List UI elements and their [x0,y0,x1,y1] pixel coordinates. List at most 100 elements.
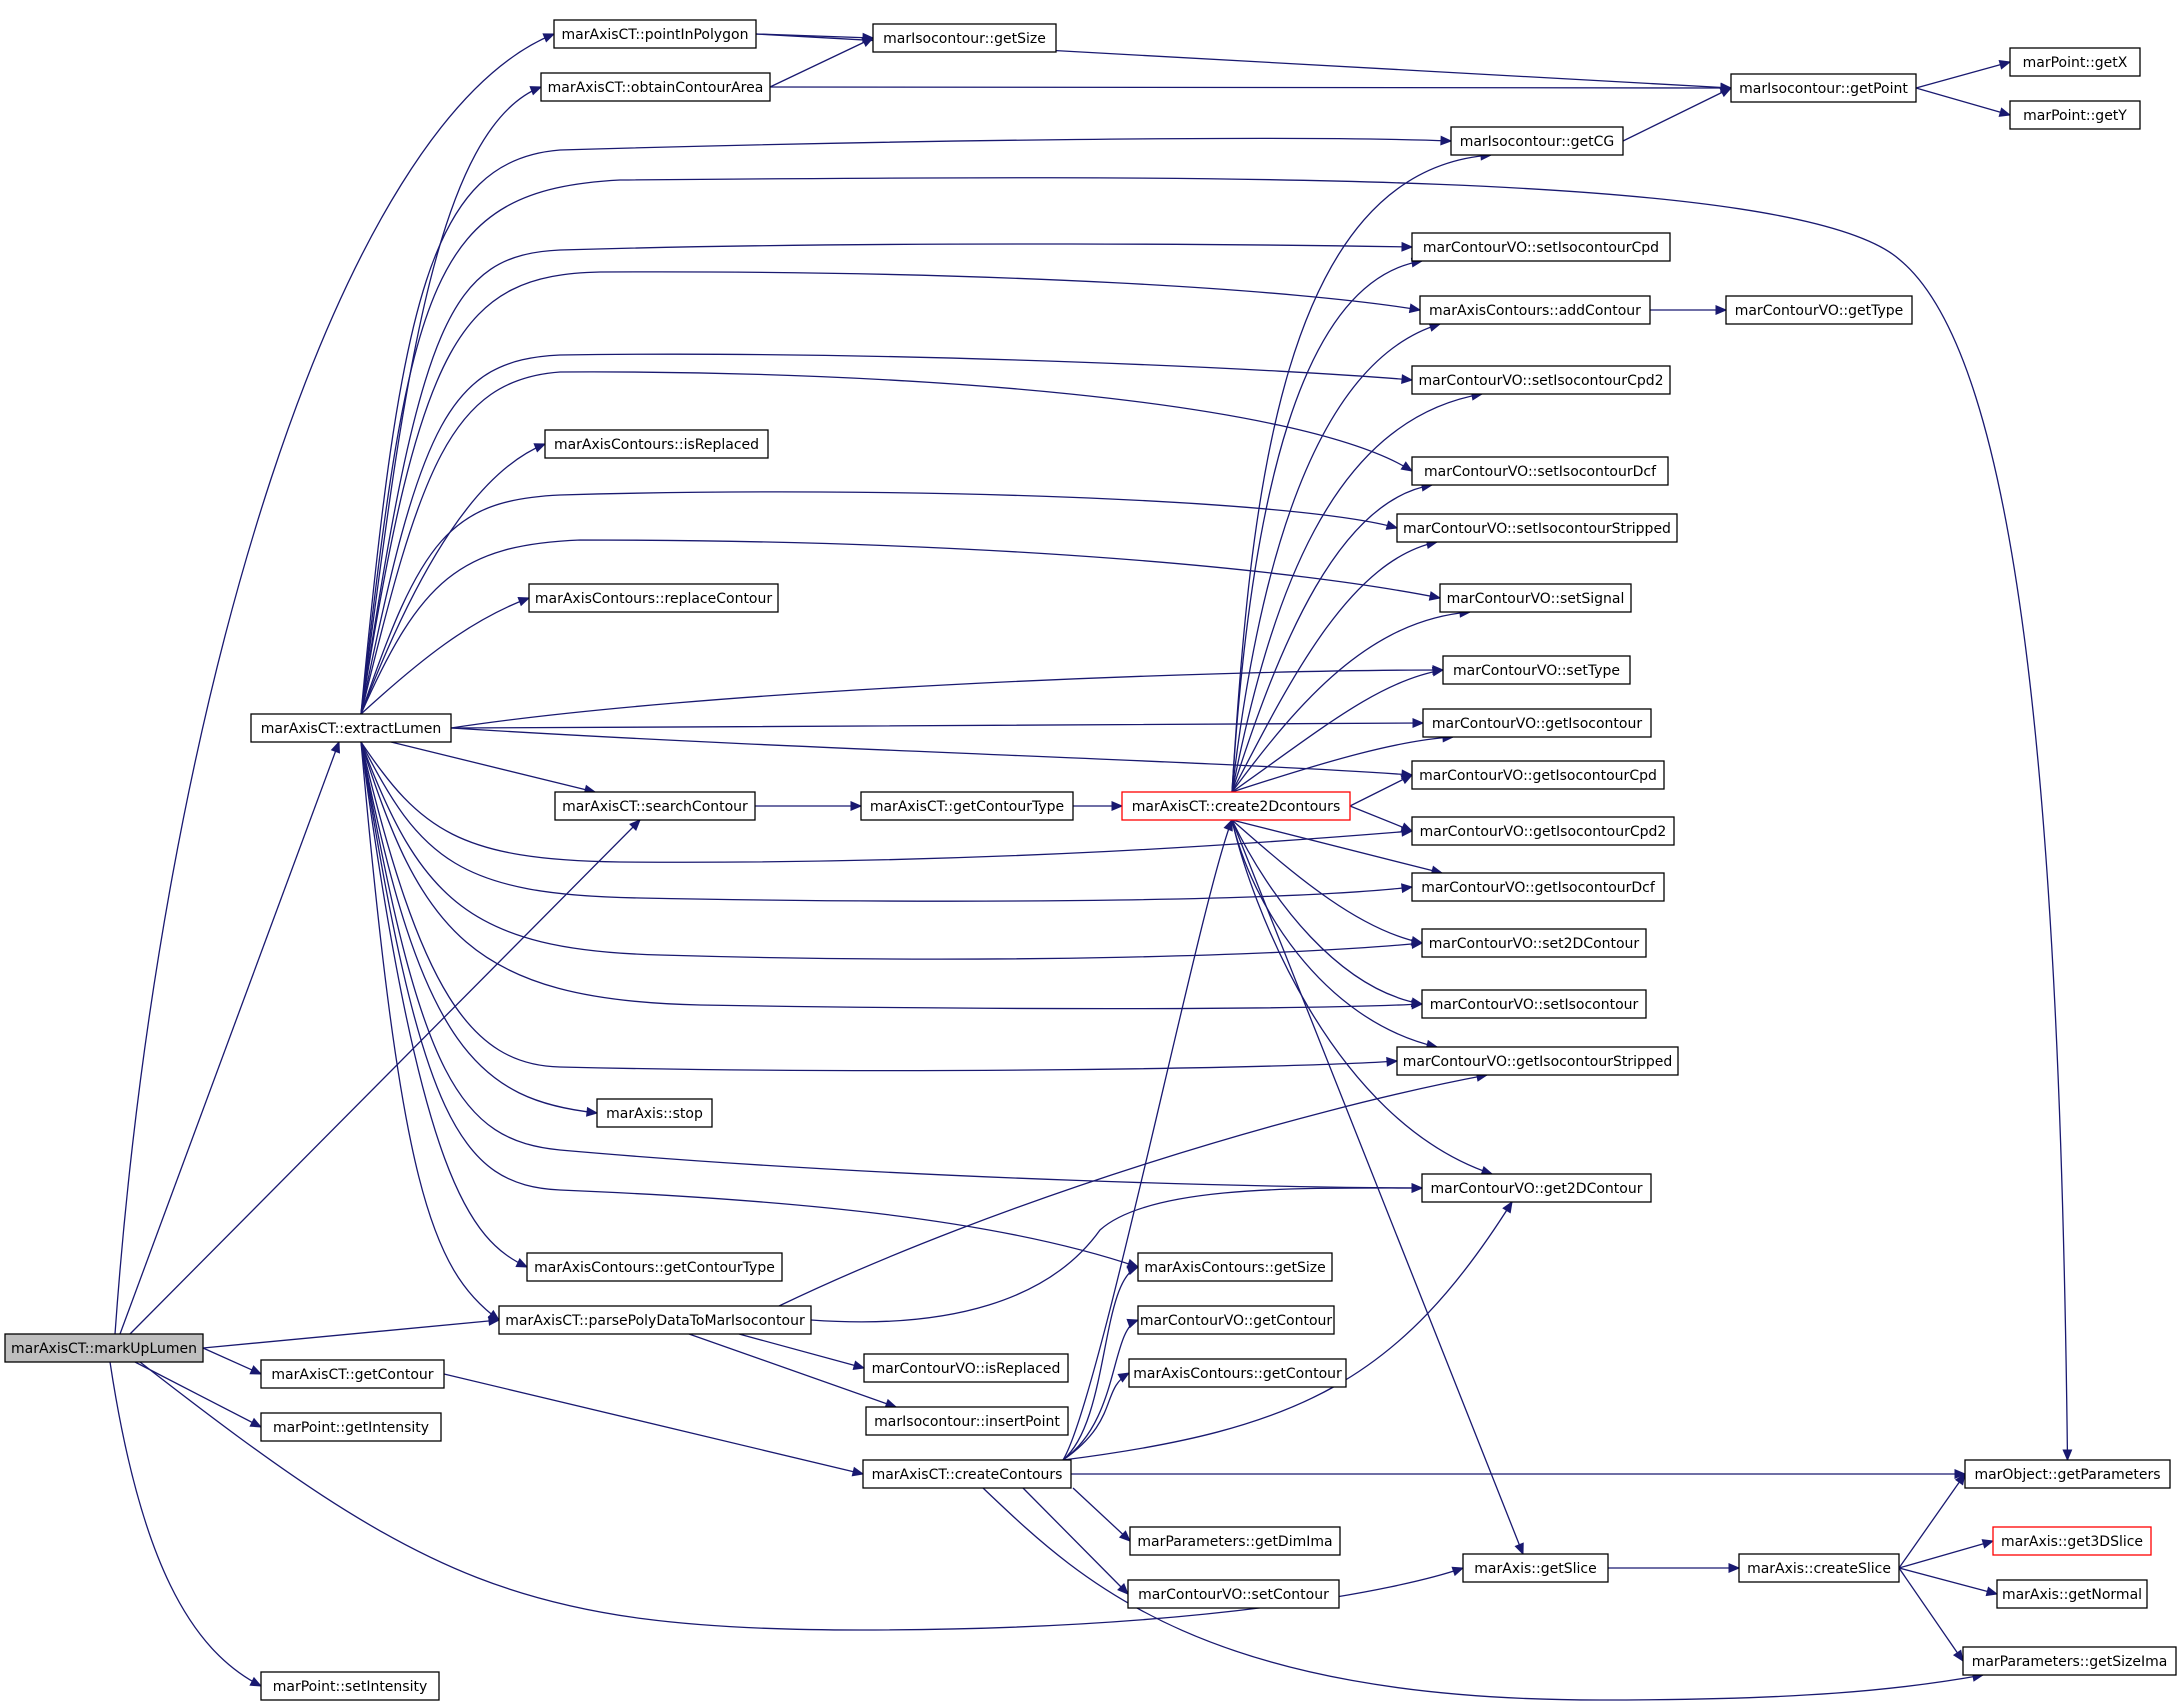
node-box-ac_getContour[interactable] [1128,1358,1347,1388]
node-point_getY[interactable]: marPoint::getY [2009,100,2141,130]
node-vo_getContour[interactable]: marContourVO::getContour [1137,1305,1335,1335]
node-ac_getContour[interactable]: marAxisContours::getContour [1128,1358,1347,1388]
node-iso_getSize[interactable]: marIsocontour::getSize [872,23,1057,53]
node-box-vo_getType[interactable] [1725,295,1913,325]
node-box-vo_getIso[interactable] [1422,708,1652,738]
node-box-ac_addContour[interactable] [1419,295,1651,325]
node-box-ac_getContourType[interactable] [526,1252,783,1282]
node-box-axis_stop[interactable] [596,1098,713,1128]
node-box-searchContour[interactable] [554,791,756,821]
node-point_getX[interactable]: marPoint::getX [2009,47,2141,77]
node-create2Dcontours[interactable]: marAxisCT::create2Dcontours [1121,791,1351,821]
node-vo_setIsoStripped[interactable]: marContourVO::setIsocontourStripped [1396,513,1678,543]
node-ac_addContour[interactable]: marAxisContours::addContour [1419,295,1651,325]
node-box-point_getX[interactable] [2009,47,2141,77]
node-getContour[interactable]: marAxisCT::getContour [260,1359,445,1389]
node-vo_getIsoDcf[interactable]: marContourVO::getIsocontourDcf [1411,872,1665,902]
node-box-axis_getNormal[interactable] [1996,1579,2148,1609]
node-box-vo_setSignal[interactable] [1439,583,1632,613]
node-axis_stop[interactable]: marAxis::stop [596,1098,713,1128]
node-box-parsePoly[interactable] [498,1305,812,1335]
node-box-vo_setIsoCpd2[interactable] [1411,365,1671,395]
node-vo_isReplaced[interactable]: marContourVO::isReplaced [863,1353,1069,1383]
node-iso_insertPoint[interactable]: marIsocontour::insertPoint [865,1406,1069,1436]
node-box-obj_getParameters[interactable] [1964,1459,2171,1489]
node-box-pointInPolygon[interactable] [553,19,757,49]
node-point_getIntensity[interactable]: marPoint::getIntensity [260,1412,442,1442]
node-box-ac_replaceContour[interactable] [528,583,779,613]
node-vo_get2DContour[interactable]: marContourVO::get2DContour [1421,1173,1652,1203]
node-box-vo_getContour[interactable] [1137,1305,1335,1335]
node-box-vo_isReplaced[interactable] [863,1353,1069,1383]
node-box-point_setIntensity[interactable] [260,1671,440,1701]
node-iso_getPoint[interactable]: marIsocontour::getPoint [1730,73,1917,103]
node-vo_setContour[interactable]: marContourVO::setContour [1127,1579,1340,1609]
node-markUpLumen[interactable]: marAxisCT::markUpLumen [4,1333,204,1363]
node-box-iso_getPoint[interactable] [1730,73,1917,103]
node-box-vo_getIsoCpd2[interactable] [1411,816,1675,846]
node-ac_getSize[interactable]: marAxisContours::getSize [1137,1252,1333,1282]
node-ac_replaceContour[interactable]: marAxisContours::replaceContour [528,583,779,613]
node-getContourType[interactable]: marAxisCT::getContourType [860,791,1074,821]
node-box-getContour[interactable] [260,1359,445,1389]
node-box-vo_getIsoCpd[interactable] [1411,760,1665,790]
node-axis_getNormal[interactable]: marAxis::getNormal [1996,1579,2148,1609]
node-point_setIntensity[interactable]: marPoint::setIntensity [260,1671,440,1701]
node-vo_setIso[interactable]: marContourVO::setIsocontour [1421,989,1647,1019]
node-box-vo_setIsoStripped[interactable] [1396,513,1678,543]
node-box-vo_set2DContour[interactable] [1421,928,1647,958]
node-obj_getParameters[interactable]: marObject::getParameters [1964,1459,2171,1489]
node-vo_getIso[interactable]: marContourVO::getIsocontour [1422,708,1652,738]
node-box-obtainContourArea[interactable] [540,72,771,102]
node-searchContour[interactable]: marAxisCT::searchContour [554,791,756,821]
node-box-createContours[interactable] [862,1459,1072,1489]
node-par_getSizeIma[interactable]: marParameters::getSizeIma [1962,1646,2177,1676]
node-vo_setIsoDcf[interactable]: marContourVO::setIsocontourDcf [1411,456,1669,486]
node-vo_setType[interactable]: marContourVO::setType [1442,655,1631,685]
node-vo_setSignal[interactable]: marContourVO::setSignal [1439,583,1632,613]
node-vo_set2DContour[interactable]: marContourVO::set2DContour [1421,928,1647,958]
node-iso_getCG[interactable]: marIsocontour::getCG [1450,126,1624,156]
node-vo_getIsoCpd2[interactable]: marContourVO::getIsocontourCpd2 [1411,816,1675,846]
node-box-getContourType[interactable] [860,791,1074,821]
node-box-extractLumen[interactable] [250,713,452,743]
node-pointInPolygon[interactable]: marAxisCT::pointInPolygon [553,19,757,49]
node-ac_isReplaced[interactable]: marAxisContours::isReplaced [544,429,769,459]
node-box-iso_getSize[interactable] [872,23,1057,53]
node-axis_get3DSlice[interactable]: marAxis::get3DSlice [1992,1526,2152,1556]
node-extractLumen[interactable]: marAxisCT::extractLumen [250,713,452,743]
node-obtainContourArea[interactable]: marAxisCT::obtainContourArea [540,72,771,102]
node-box-vo_setContour[interactable] [1127,1579,1340,1609]
node-box-markUpLumen[interactable] [4,1333,204,1363]
node-par_getDimIma[interactable]: marParameters::getDimIma [1129,1526,1341,1556]
node-box-vo_getIsoDcf[interactable] [1411,872,1665,902]
node-box-par_getSizeIma[interactable] [1962,1646,2177,1676]
node-box-vo_setType[interactable] [1442,655,1631,685]
node-vo_getIsoStripped[interactable]: marContourVO::getIsocontourStripped [1396,1046,1679,1076]
node-box-axis_getSlice[interactable] [1462,1553,1609,1583]
node-box-axis_get3DSlice[interactable] [1992,1526,2152,1556]
node-box-vo_getIsoStripped[interactable] [1396,1046,1679,1076]
node-createContours[interactable]: marAxisCT::createContours [862,1459,1072,1489]
node-box-vo_setIsoDcf[interactable] [1411,456,1669,486]
node-vo_setIsoCpd2[interactable]: marContourVO::setIsocontourCpd2 [1411,365,1671,395]
node-box-par_getDimIma[interactable] [1129,1526,1341,1556]
node-box-ac_getSize[interactable] [1137,1252,1333,1282]
node-box-create2Dcontours[interactable] [1121,791,1351,821]
node-axis_createSlice[interactable]: marAxis::createSlice [1738,1553,1900,1583]
node-parsePoly[interactable]: marAxisCT::parsePolyDataToMarIsocontour [498,1305,812,1335]
node-vo_getType[interactable]: marContourVO::getType [1725,295,1913,325]
node-box-vo_setIso[interactable] [1421,989,1647,1019]
node-ac_getContourType[interactable]: marAxisContours::getContourType [526,1252,783,1282]
node-box-iso_insertPoint[interactable] [865,1406,1069,1436]
node-box-iso_getCG[interactable] [1450,126,1624,156]
node-box-point_getIntensity[interactable] [260,1412,442,1442]
node-vo_setIsoCpd[interactable]: marContourVO::setIsocontourCpd [1411,232,1671,262]
node-axis_getSlice[interactable]: marAxis::getSlice [1462,1553,1609,1583]
node-box-point_getY[interactable] [2009,100,2141,130]
node-box-ac_isReplaced[interactable] [544,429,769,459]
node-box-vo_setIsoCpd[interactable] [1411,232,1671,262]
node-vo_getIsoCpd[interactable]: marContourVO::getIsocontourCpd [1411,760,1665,790]
node-box-axis_createSlice[interactable] [1738,1553,1900,1583]
node-box-vo_get2DContour[interactable] [1421,1173,1652,1203]
